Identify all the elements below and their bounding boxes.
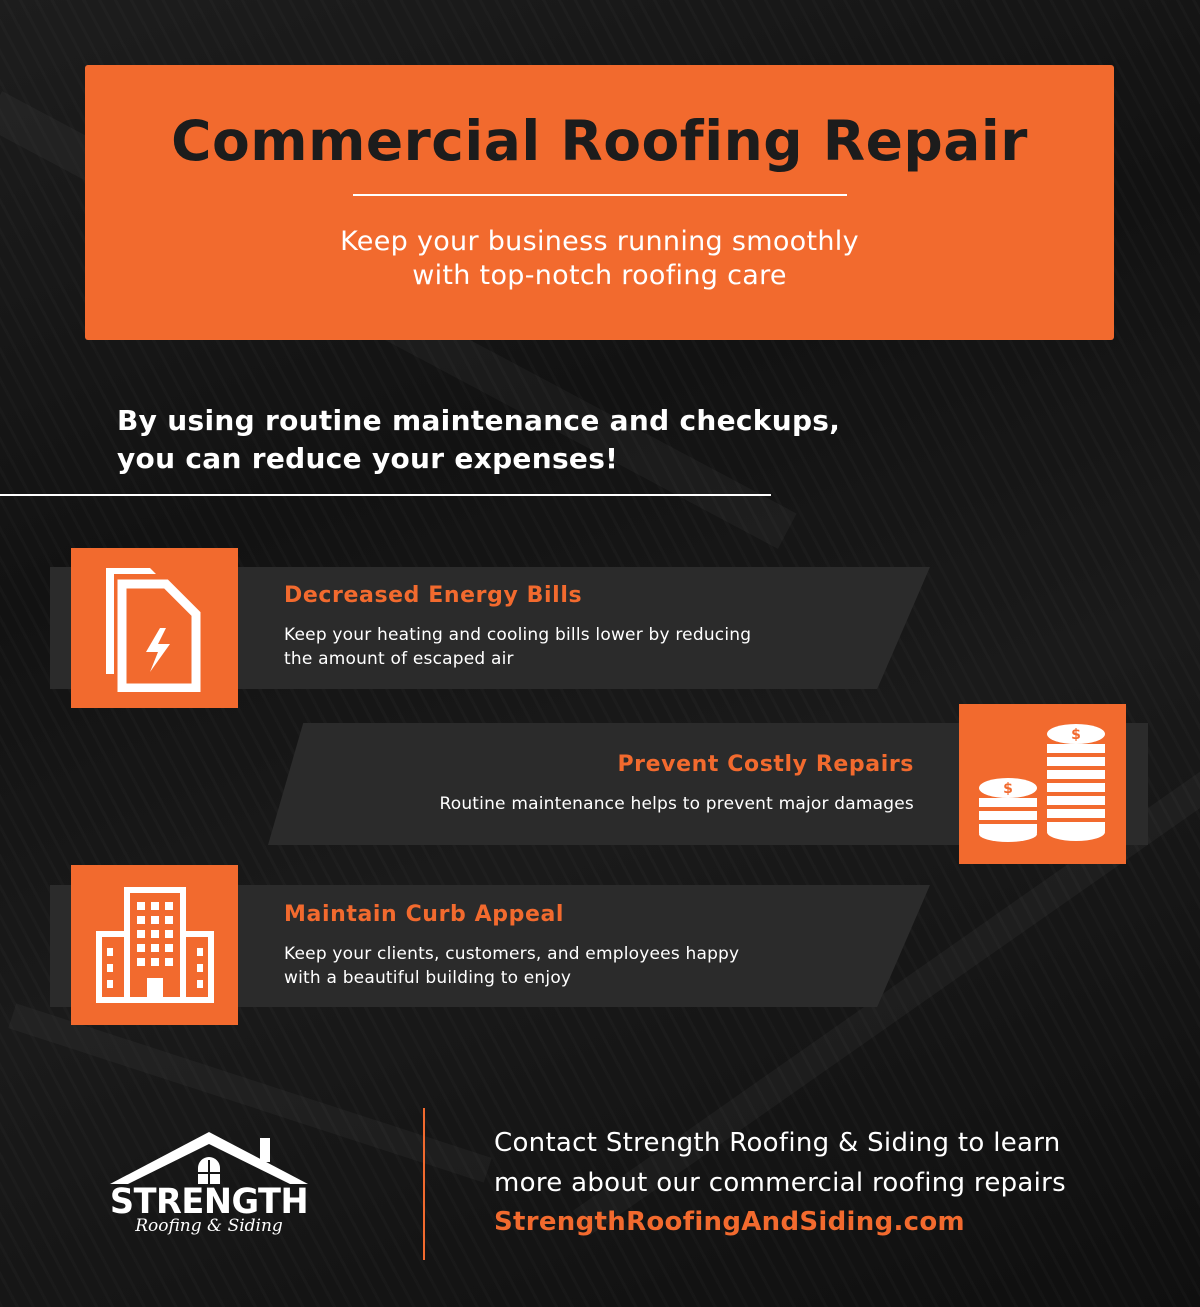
footer-divider — [423, 1108, 425, 1260]
feature-icon-tile — [71, 865, 238, 1025]
contact-line: more about our commercial roofing repair… — [494, 1168, 1067, 1198]
hero-divider — [353, 194, 847, 196]
office-building-icon — [95, 887, 214, 1003]
feature-title: Maintain Curb Appeal — [284, 902, 565, 927]
feature-description: Keep your clients, customers, and employ… — [284, 942, 844, 990]
hero-subtitle-line: with top-notch roofing care — [412, 260, 787, 291]
intro-line: you can reduce your expenses! — [117, 442, 619, 475]
contact-line: Contact Strength Roofing & Siding to lea… — [494, 1128, 1061, 1158]
hero-subtitle: Keep your business running smoothly with… — [85, 225, 1114, 293]
intro-line: By using routine maintenance and checkup… — [117, 404, 841, 437]
feature-description-line: Keep your heating and cooling bills lowe… — [284, 625, 752, 645]
logo-tagline: Roofing & Siding — [135, 1216, 283, 1236]
svg-text:$: $ — [1071, 727, 1081, 743]
feature-title: Prevent Costly Repairs — [617, 752, 914, 777]
page-title: Commercial Roofing Repair — [171, 109, 1028, 173]
svg-text:$: $ — [1003, 781, 1013, 797]
feature-icon-tile: $ $ — [959, 704, 1126, 864]
feature-description-line: Routine maintenance helps to prevent maj… — [439, 794, 914, 814]
house-roof-icon — [110, 1132, 308, 1184]
website-link[interactable]: StrengthRoofingAndSiding.com — [494, 1207, 965, 1237]
feature-description-line: with a beautiful building to enjoy — [284, 968, 572, 988]
hero-banner: Commercial Roofing Repair Keep your busi… — [85, 65, 1114, 340]
feature-title: Decreased Energy Bills — [284, 583, 583, 608]
intro-divider — [0, 494, 771, 496]
energy-bill-icon — [105, 568, 200, 692]
intro-heading: By using routine maintenance and checkup… — [117, 402, 1017, 478]
logo-wordmark: STRENGTH — [109, 1182, 309, 1222]
feature-description: Keep your heating and cooling bills lowe… — [284, 623, 844, 671]
feature-icon-tile — [71, 548, 238, 708]
hero-subtitle-line: Keep your business running smoothly — [340, 226, 859, 257]
contact-text: Contact Strength Roofing & Siding to lea… — [494, 1123, 1174, 1203]
feature-description-line: the amount of escaped air — [284, 649, 514, 669]
coin-stacks-icon: $ $ — [978, 724, 1105, 842]
company-logo: STRENGTH Roofing & Siding — [104, 1128, 314, 1243]
feature-description-line: Keep your clients, customers, and employ… — [284, 944, 740, 964]
feature-description: Routine maintenance helps to prevent maj… — [294, 792, 914, 816]
